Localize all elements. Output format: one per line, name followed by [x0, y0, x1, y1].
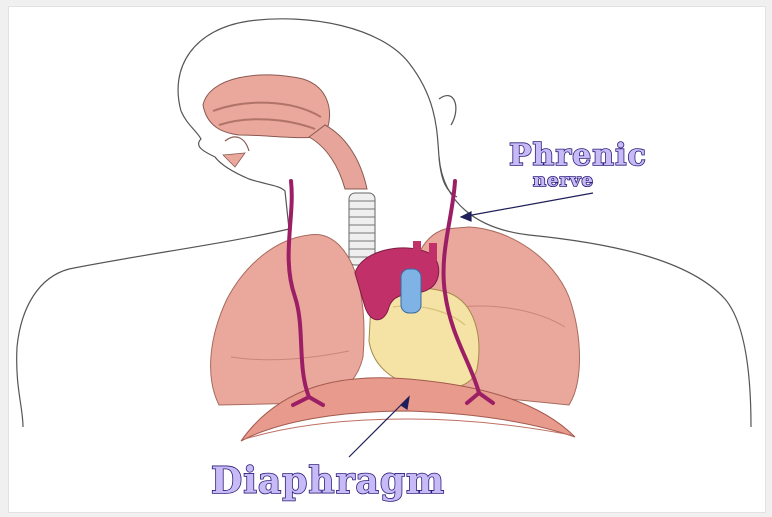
phrenic-label: Phrenic — [509, 138, 647, 173]
anatomy-diagram: Phrenic nerve Diaphragm — [8, 6, 766, 513]
nasal-cavity — [203, 75, 330, 167]
pharynx — [309, 125, 367, 189]
diaphragm-label: Diaphragm — [211, 460, 445, 502]
trachea — [349, 193, 375, 265]
nerve-label: nerve — [533, 170, 594, 191]
anatomy-illustration: Phrenic nerve Diaphragm — [9, 7, 765, 512]
